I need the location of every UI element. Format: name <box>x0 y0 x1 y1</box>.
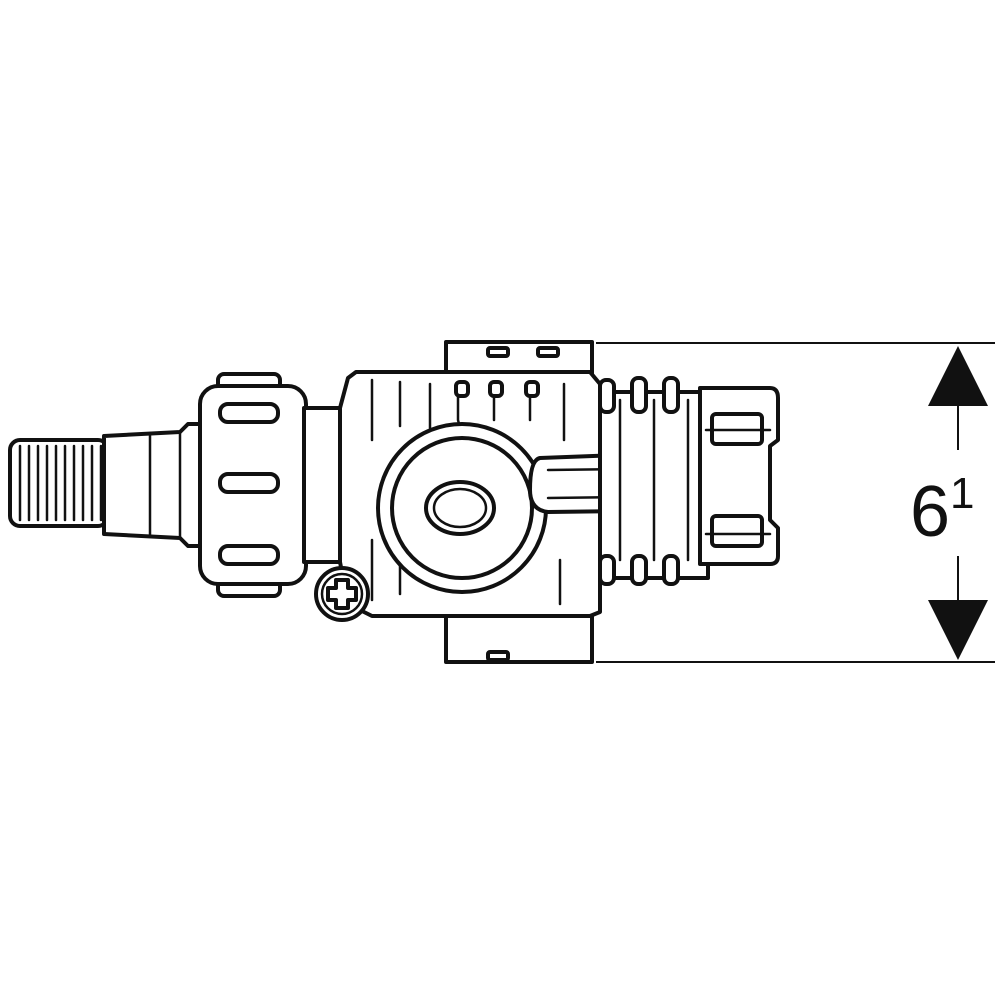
outlet-port-ring <box>376 422 548 594</box>
dimension-arrow-top <box>928 346 988 406</box>
adjustment-screw <box>314 566 370 622</box>
dimension-value: 6 <box>910 472 950 552</box>
inlet-collar <box>102 422 202 548</box>
union-nut <box>198 372 308 598</box>
spring-coil-section <box>598 376 710 586</box>
dimension-label: 61 <box>910 469 975 552</box>
end-cap-clip <box>698 386 780 566</box>
dimension-arrows <box>928 346 988 660</box>
threaded-inlet-shank <box>8 438 110 528</box>
dimension-extension-lines <box>596 342 995 663</box>
dimension-arrow-bottom <box>928 600 988 660</box>
dimension-superscript: 1 <box>950 469 974 518</box>
